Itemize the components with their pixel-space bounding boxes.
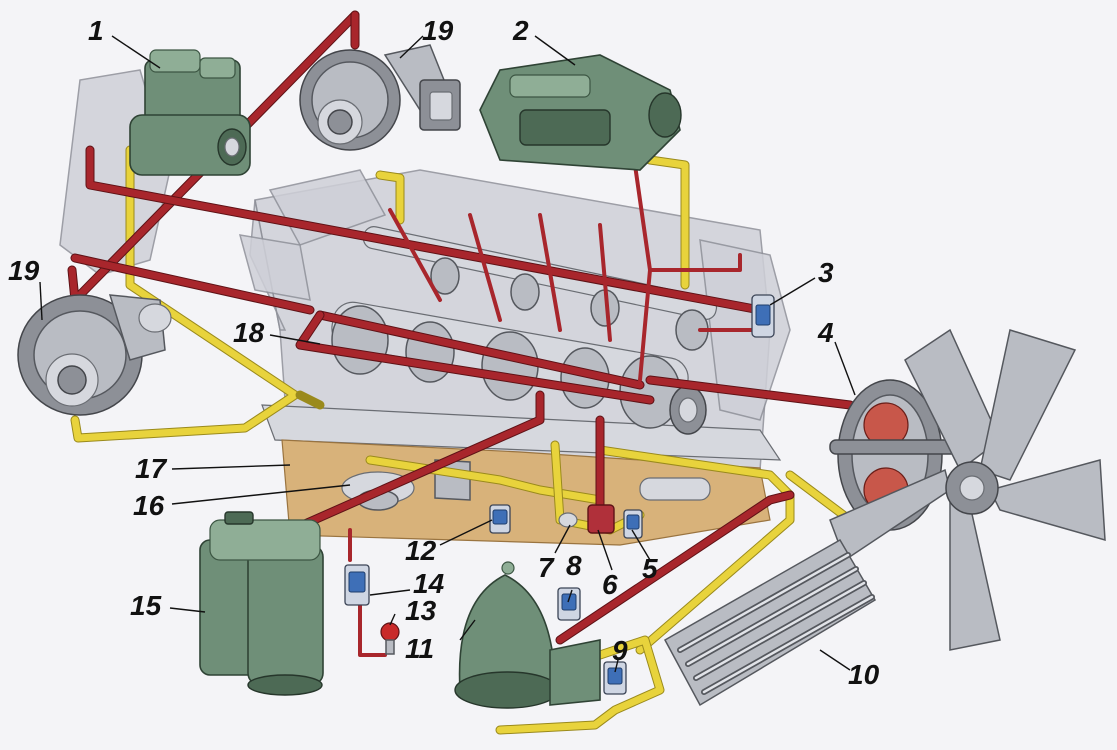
callout-10: 10	[848, 659, 880, 690]
callout-5: 5	[642, 553, 658, 584]
valve-5	[623, 509, 643, 539]
air-compressor	[129, 49, 251, 176]
callout-4: 4	[817, 317, 834, 348]
callouts: 1 2 3 4 5 6 7 8 9 10 11 12 13 14 15 16 1…	[8, 15, 880, 690]
valve-3	[751, 294, 775, 338]
turbocharger-top	[299, 44, 461, 151]
valve-8	[557, 587, 581, 621]
turbocharger-left	[17, 294, 172, 416]
valve-14	[344, 564, 370, 606]
callout-15: 15	[130, 590, 162, 621]
callout-12: 12	[405, 535, 437, 566]
pressure-sensor	[380, 622, 400, 655]
callout-18: 18	[233, 317, 265, 348]
callout-2: 2	[512, 15, 529, 46]
callout-14: 14	[413, 568, 445, 599]
valve-12	[489, 504, 511, 534]
leader-lines	[39, 35, 856, 673]
callout-6: 6	[602, 569, 618, 600]
callout-19-top: 19	[422, 15, 454, 46]
oil-cooler	[663, 538, 877, 707]
callout-17: 17	[135, 453, 168, 484]
callout-1: 1	[88, 15, 104, 46]
valve-9	[603, 661, 627, 695]
cooling-fan	[829, 328, 1106, 651]
callout-8: 8	[566, 550, 582, 581]
fuel-pump	[479, 54, 682, 171]
centrifuge	[454, 561, 601, 709]
callout-11: 11	[405, 633, 434, 664]
oil-filter	[199, 511, 324, 696]
pressure-lines	[67, 10, 855, 657]
callout-7: 7	[538, 552, 555, 583]
oil-pump	[558, 504, 615, 534]
callout-16: 16	[133, 490, 165, 521]
callout-3: 3	[818, 257, 834, 288]
callout-9: 9	[612, 635, 628, 666]
callout-13: 13	[405, 595, 437, 626]
callout-19-left: 19	[8, 255, 40, 286]
